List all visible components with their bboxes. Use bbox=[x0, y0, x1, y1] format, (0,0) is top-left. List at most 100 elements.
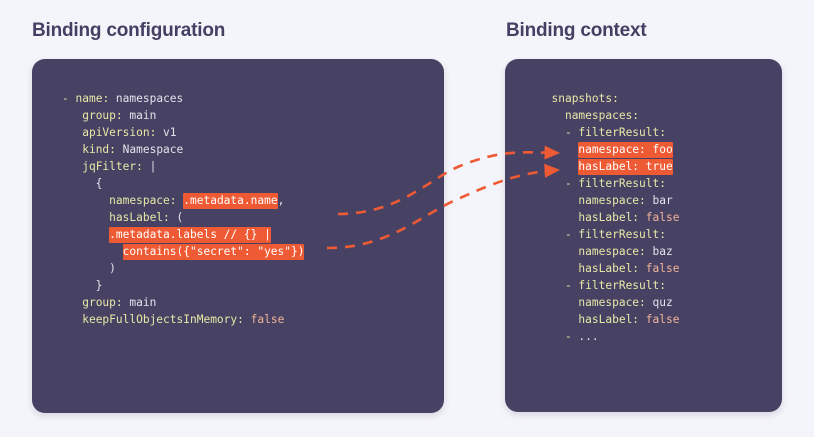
context-code-line: hasLabel: false bbox=[538, 311, 679, 328]
code-token bbox=[639, 262, 646, 275]
code-token: false bbox=[645, 262, 680, 275]
code-token bbox=[62, 143, 82, 156]
code-token bbox=[62, 228, 109, 241]
highlighted-token: .metadata.name bbox=[183, 193, 278, 209]
context-code-line: hasLabel: false bbox=[538, 260, 679, 277]
context-code-line: - filterResult: bbox=[538, 277, 679, 294]
config-code-line: namespace: .metadata.name, bbox=[62, 192, 304, 209]
config-code-line: apiVersion: v1 bbox=[62, 124, 304, 141]
context-code-line: namespace: baz bbox=[538, 243, 679, 260]
config-code-line: ) bbox=[62, 260, 304, 277]
code-token: namespaces: bbox=[564, 109, 640, 122]
code-token bbox=[62, 126, 82, 139]
code-token: hasLabel: bbox=[578, 211, 640, 224]
code-token: ... bbox=[578, 330, 599, 343]
code-token: hasLabel: bbox=[578, 262, 640, 275]
code-token bbox=[538, 143, 578, 156]
code-token: ( bbox=[169, 211, 184, 224]
highlighted-token: .metadata.labels // {} | bbox=[109, 227, 271, 243]
code-token: group: bbox=[82, 109, 123, 122]
config-code-line: contains({"secret": "yes"}) bbox=[62, 243, 305, 260]
context-code-line: - filterResult: bbox=[538, 175, 679, 192]
code-token: ) bbox=[62, 262, 116, 275]
context-code-line: hasLabel: true bbox=[538, 158, 679, 175]
code-token: namespace: bbox=[109, 194, 177, 207]
code-token: - bbox=[538, 228, 579, 241]
code-token: snapshots: bbox=[551, 92, 619, 105]
config-code-line: - name: namespaces bbox=[62, 90, 304, 107]
config-code-line: .metadata.labels // {} | bbox=[62, 226, 304, 243]
code-token bbox=[62, 109, 82, 122]
config-code-line: kind: Namespace bbox=[62, 141, 304, 158]
code-token bbox=[639, 313, 646, 326]
code-token bbox=[538, 92, 551, 105]
code-token: , bbox=[277, 194, 285, 207]
binding-configuration-title: Binding configuration bbox=[32, 20, 226, 41]
code-token: group: bbox=[82, 296, 123, 309]
config-code-line: jqFilter: | bbox=[62, 158, 304, 175]
code-token bbox=[69, 92, 76, 105]
code-token: hasLabel: bbox=[578, 313, 640, 326]
code-token bbox=[639, 211, 646, 224]
binding-configuration-card: - name: namespaces group: main apiVersio… bbox=[32, 59, 444, 413]
code-token bbox=[62, 160, 82, 173]
config-code-line: group: main bbox=[62, 107, 304, 124]
code-token: main bbox=[122, 109, 157, 122]
code-token bbox=[62, 194, 109, 207]
binding-context-card: snapshots: namespaces: - filterResult: n… bbox=[505, 59, 782, 412]
code-token: baz bbox=[645, 245, 673, 258]
context-code-line: namespace: quz bbox=[538, 294, 679, 311]
code-token: namespace: bbox=[578, 296, 646, 309]
code-token: - bbox=[538, 126, 579, 139]
code-token: namespaces bbox=[109, 92, 184, 105]
code-token: - bbox=[62, 92, 69, 105]
config-code-line: { bbox=[62, 175, 304, 192]
context-code-line: namespace: foo bbox=[538, 141, 679, 158]
context-code-line: - ... bbox=[538, 328, 679, 345]
context-code-line: hasLabel: false bbox=[538, 209, 679, 226]
code-token bbox=[538, 194, 578, 207]
code-token: false bbox=[645, 211, 680, 224]
code-token bbox=[538, 245, 578, 258]
code-token: keepFullObjectsInMemory: bbox=[82, 313, 244, 326]
code-token: filterResult: bbox=[578, 228, 666, 241]
code-token: filterResult: bbox=[578, 177, 666, 190]
code-token bbox=[62, 245, 123, 258]
code-token bbox=[62, 211, 109, 224]
code-token: { bbox=[62, 177, 103, 190]
code-token: filterResult: bbox=[578, 126, 666, 139]
code-token: apiVersion: bbox=[82, 126, 157, 139]
code-token: main bbox=[122, 296, 157, 309]
binding-configuration-code: - name: namespaces group: main apiVersio… bbox=[62, 90, 305, 328]
code-token: namespace: bbox=[578, 245, 646, 258]
config-code-line: } bbox=[62, 277, 304, 294]
config-code-line: keepFullObjectsInMemory: false bbox=[62, 311, 304, 328]
context-code-line: snapshots: bbox=[538, 90, 679, 107]
code-token bbox=[538, 211, 578, 224]
code-token: } bbox=[62, 279, 103, 292]
code-token bbox=[538, 160, 578, 173]
context-code-line: - filterResult: bbox=[538, 226, 679, 243]
code-token bbox=[244, 313, 251, 326]
code-token bbox=[62, 296, 82, 309]
code-token: v1 bbox=[156, 126, 177, 139]
code-token: - bbox=[538, 177, 579, 190]
code-token bbox=[62, 313, 82, 326]
config-code-line: hasLabel: ( bbox=[62, 209, 304, 226]
highlighted-token: hasLabel: true bbox=[578, 159, 673, 175]
code-token: false bbox=[645, 313, 680, 326]
context-code-line: namespace: bar bbox=[538, 192, 679, 209]
code-token: - bbox=[538, 330, 579, 343]
code-token: - bbox=[538, 279, 579, 292]
code-token bbox=[538, 109, 565, 122]
code-token bbox=[538, 296, 578, 309]
code-token: namespace: bbox=[578, 194, 646, 207]
config-code-line: group: main bbox=[62, 294, 304, 311]
code-token: jqFilter: bbox=[82, 160, 143, 173]
code-token: | bbox=[142, 160, 157, 173]
code-token: quz bbox=[645, 296, 673, 309]
code-token: false bbox=[250, 313, 285, 326]
code-token: bar bbox=[645, 194, 673, 207]
code-token: kind: bbox=[82, 143, 116, 156]
binding-context-code: snapshots: namespaces: - filterResult: n… bbox=[538, 90, 679, 345]
